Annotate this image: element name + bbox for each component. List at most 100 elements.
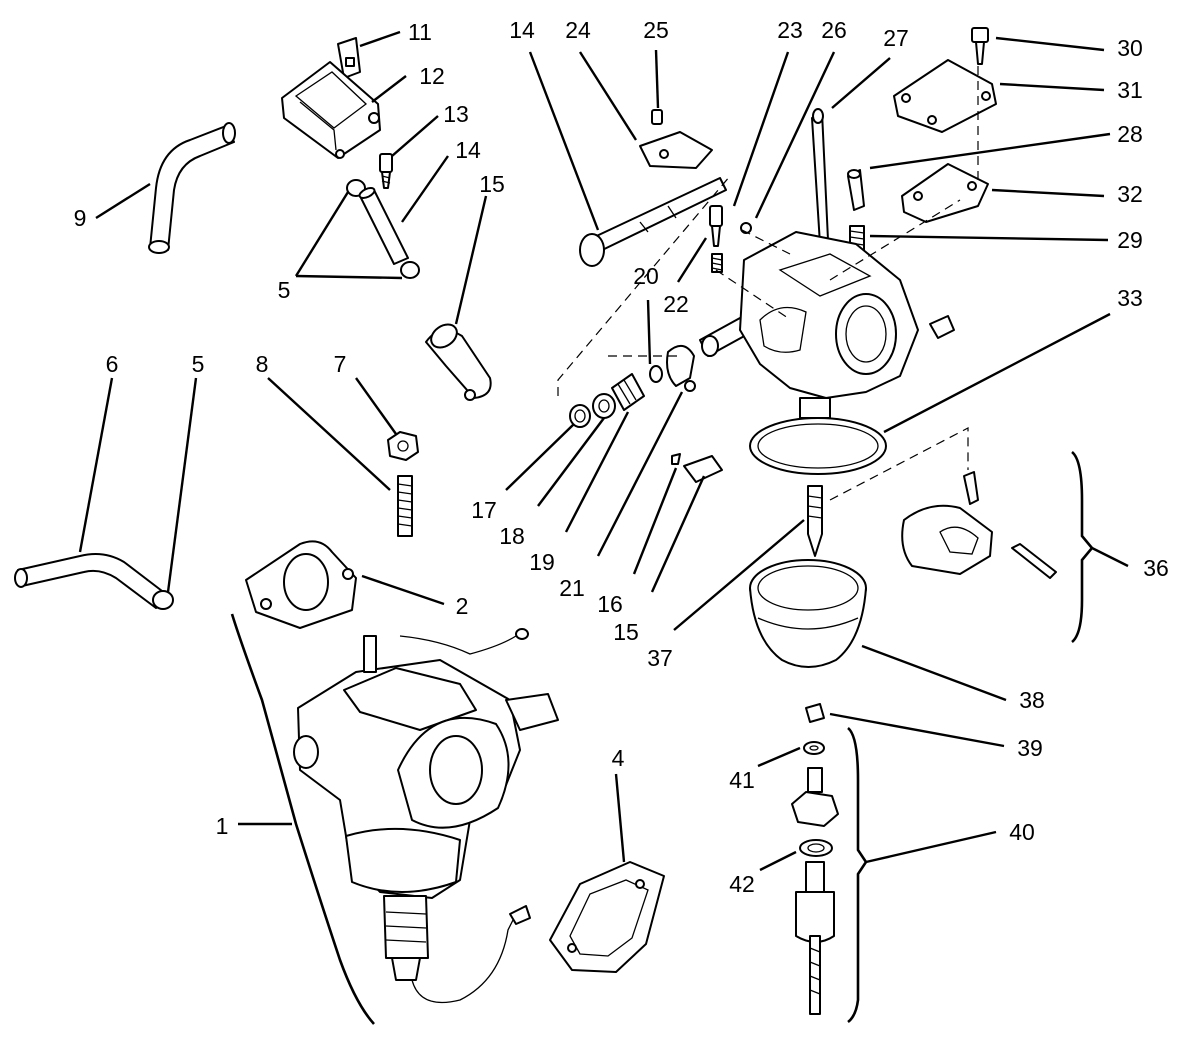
leader-13 <box>401 155 449 223</box>
leader-19 <box>537 417 605 507</box>
callout-8: 8 <box>256 351 269 377</box>
part-carburetor-body <box>739 231 955 419</box>
callout-30: 29 <box>1117 227 1143 253</box>
part-6-fuel-hose <box>14 553 167 609</box>
alignment-lines <box>557 66 979 501</box>
part-9-fuel-hose <box>148 122 236 254</box>
callout-12: 13 <box>443 101 469 127</box>
leader-29 <box>869 132 1111 170</box>
part-4-gasket <box>549 861 665 973</box>
callout-36: 36 <box>1143 555 1169 581</box>
part-39-jet <box>805 703 825 723</box>
part-35-o-ring <box>749 417 887 475</box>
callout-17: 14 <box>509 17 535 43</box>
callout-19: 18 <box>499 523 525 549</box>
leader-5a-2 <box>295 274 403 280</box>
part-37-main-jet <box>807 485 823 557</box>
leader-5a-1 <box>294 191 350 277</box>
leader-11 <box>371 75 407 103</box>
part-36-float <box>901 471 1057 579</box>
leader-40 <box>865 830 997 864</box>
callout-35: 33 <box>1117 285 1143 311</box>
part-38-float-bowl <box>749 559 867 668</box>
callout-29: 28 <box>1117 121 1143 147</box>
part-12-screw <box>379 153 393 189</box>
part-26-screw <box>651 109 663 125</box>
leader-16 <box>632 467 678 575</box>
leader-10 <box>359 30 401 48</box>
bracket-1 <box>230 613 375 1025</box>
leader-30 <box>869 234 1109 242</box>
callout-28: 27 <box>883 25 909 51</box>
bracket-40 <box>847 726 868 1024</box>
part-13-fuel-line <box>358 187 409 265</box>
part-14-fuel-filter <box>425 323 492 401</box>
callout-9: 9 <box>74 205 87 231</box>
leader-18 <box>505 423 575 491</box>
leader-20 <box>564 411 630 533</box>
bracket-36 <box>1071 450 1094 644</box>
callout-42: 42 <box>729 871 755 897</box>
leader-33 <box>991 188 1105 198</box>
callout-6: 6 <box>106 351 119 377</box>
leader-27 <box>754 51 836 219</box>
leader-21 <box>646 299 652 365</box>
part-18-seal <box>569 404 591 428</box>
leader-26 <box>654 49 660 109</box>
part-5-hose-clamp-lower <box>152 590 174 610</box>
callout-11: 12 <box>419 63 445 89</box>
part-32-cover <box>893 59 997 133</box>
part-40-solenoid-fitting <box>791 767 839 1015</box>
part-7-nut <box>387 431 419 461</box>
part-25-choke-plate <box>639 131 713 169</box>
callout-10: 11 <box>408 19 432 45</box>
leader-24 <box>732 51 790 207</box>
callout-16: 16 <box>597 591 623 617</box>
callout-21: 20 <box>633 263 659 289</box>
callout-26: 25 <box>643 17 669 43</box>
leader-17 <box>528 51 600 231</box>
callout-20: 19 <box>529 549 555 575</box>
part-22-throttle-lever <box>666 345 696 392</box>
callout-4: 4 <box>612 745 625 771</box>
callout-22: 21 <box>559 575 585 601</box>
leader-42 <box>759 850 797 872</box>
part-20-spring <box>611 373 645 411</box>
callout-2: 2 <box>456 593 469 619</box>
leader-lines <box>78 30 1129 872</box>
leader-31 <box>995 36 1105 52</box>
leader-14 <box>454 195 488 325</box>
part-17-choke-shaft <box>579 177 727 267</box>
leader-7 <box>355 377 397 435</box>
leader-6 <box>78 377 114 553</box>
callout-24: 23 <box>777 17 803 43</box>
part-10-clip <box>337 37 361 79</box>
part-1-carburetor-assembly <box>293 628 559 1004</box>
leader-5b <box>166 377 198 593</box>
callout-32: 31 <box>1117 77 1143 103</box>
leader-23 <box>676 237 708 283</box>
leader-9 <box>95 182 151 220</box>
leader-32 <box>999 82 1105 92</box>
part-28-float-pin <box>811 108 829 245</box>
leader-25 <box>578 51 638 141</box>
leader-28 <box>831 57 891 109</box>
callout-39: 39 <box>1017 735 1043 761</box>
callout-25: 24 <box>565 17 591 43</box>
leader-38 <box>861 644 1007 702</box>
part-11-fuel-pump <box>281 61 381 159</box>
leader-15 <box>650 475 706 593</box>
callout-38: 38 <box>1019 687 1045 713</box>
callout-5-lower: 5 <box>192 351 205 377</box>
part-8-stud <box>397 475 413 537</box>
callout-14: 15 <box>479 171 505 197</box>
callout-41: 41 <box>729 767 755 793</box>
leader-8 <box>267 377 391 491</box>
part-41-washer <box>803 741 825 755</box>
leader-22 <box>596 391 684 557</box>
part-33-gasket <box>901 163 989 223</box>
part-31-screw <box>971 27 989 65</box>
callout-23: 22 <box>663 291 689 317</box>
